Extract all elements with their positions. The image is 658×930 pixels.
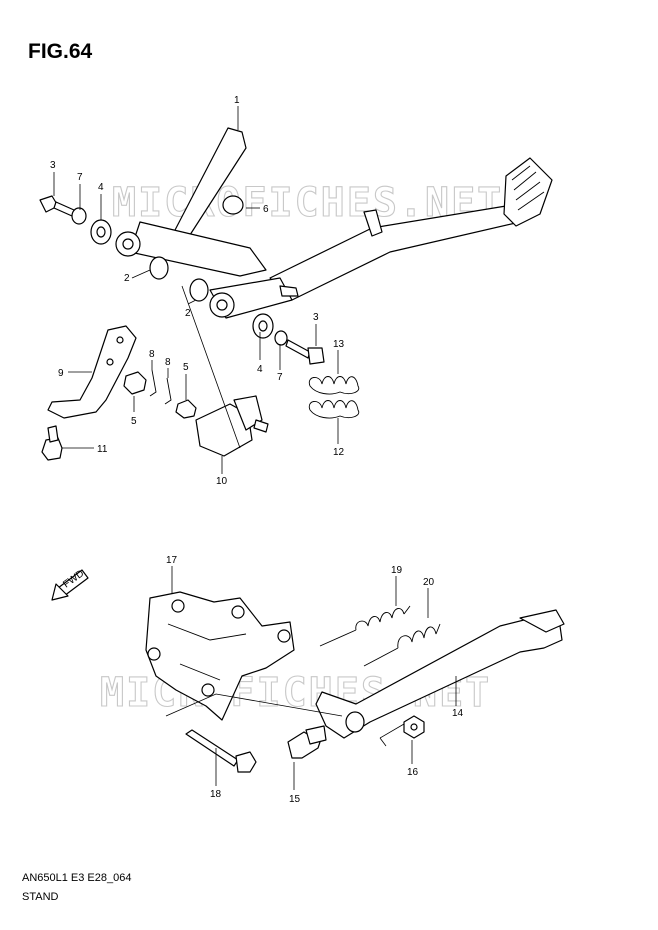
callout-7-left: 7 xyxy=(77,172,83,183)
callout-5-right: 5 xyxy=(183,362,189,373)
callout-20: 20 xyxy=(423,577,435,588)
callout-19: 19 xyxy=(391,565,403,576)
spring-19 xyxy=(319,605,411,647)
washer-7-left xyxy=(71,207,87,225)
callout-5-left: 5 xyxy=(131,416,137,427)
callout-10: 10 xyxy=(216,476,228,487)
cotter-pin-8-left xyxy=(149,369,157,397)
bolt-3-left-shank xyxy=(53,201,75,217)
callout-3-right: 3 xyxy=(313,312,319,323)
figure-title: FIG.64 xyxy=(28,40,93,63)
callout-14: 14 xyxy=(452,708,464,719)
callout-11: 11 xyxy=(97,444,108,455)
spring-20 xyxy=(363,623,441,667)
callout-13: 13 xyxy=(333,339,345,350)
callout-8-left: 8 xyxy=(149,349,155,360)
callout-4-right: 4 xyxy=(257,364,263,375)
center-stand-assembly: FWD xyxy=(51,566,565,790)
spring-12 xyxy=(308,400,360,419)
callout-7-right: 7 xyxy=(277,372,283,383)
callout-12: 12 xyxy=(333,447,345,458)
callout-2-left: 2 xyxy=(124,273,130,284)
nut-5-right xyxy=(175,399,197,419)
diagram-name: STAND xyxy=(22,891,59,903)
callout-16: 16 xyxy=(407,767,419,778)
center-stand-14 xyxy=(315,615,563,739)
stand-arm-1 xyxy=(173,127,247,239)
nut-5-left xyxy=(123,371,147,395)
stand-bracket-17 xyxy=(145,591,295,721)
callout-2-center: 2 xyxy=(185,308,191,319)
cotter-pin-8-right xyxy=(164,377,172,405)
callout-9: 9 xyxy=(58,368,64,379)
bolt-3-right-shank xyxy=(285,339,311,359)
callout-17: 17 xyxy=(166,555,178,566)
side-stand-bracket-assembly xyxy=(39,106,553,474)
forward-direction-badge: FWD xyxy=(51,568,89,601)
callout-3-left: 3 xyxy=(50,160,56,171)
spring-13 xyxy=(308,376,360,395)
callout-4-left: 4 xyxy=(98,182,104,193)
callout-6: 6 xyxy=(263,204,269,215)
callout-15: 15 xyxy=(289,794,301,805)
rubber-stopper-6 xyxy=(222,195,244,215)
callout-8-right: 8 xyxy=(165,357,171,368)
bracket-9 xyxy=(47,325,137,419)
bolt-18 xyxy=(185,729,239,767)
callout-1: 1 xyxy=(234,95,240,106)
pedal-pad xyxy=(503,157,553,227)
bushing-2-center xyxy=(189,278,209,302)
bolt-3-right-head xyxy=(307,347,325,365)
washer-7-right xyxy=(274,330,288,346)
bushing-2-left xyxy=(149,256,169,280)
diagram-code: AN650L1 E3 E28_064 xyxy=(22,872,132,884)
callout-18: 18 xyxy=(210,789,222,800)
